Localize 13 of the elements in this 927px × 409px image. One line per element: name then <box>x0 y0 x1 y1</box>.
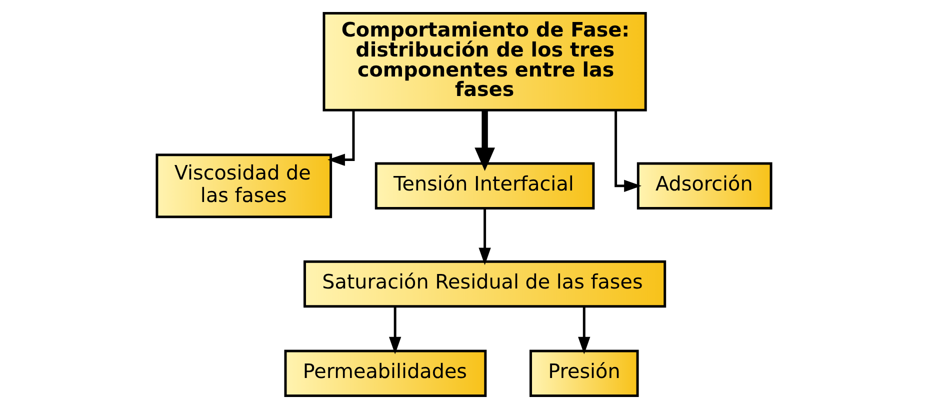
arrow <box>327 110 354 166</box>
node-box: Presión <box>529 350 638 397</box>
arrow <box>478 208 490 266</box>
node-box: Adsorción <box>636 162 772 210</box>
arrow <box>578 306 590 354</box>
arrow <box>474 110 494 171</box>
arrow <box>388 306 401 354</box>
arrow <box>614 110 641 192</box>
node-box: Permeabilidades <box>284 350 486 397</box>
node-box: Viscosidad de las fases <box>155 154 332 218</box>
node-box: Saturación Residual de las fases <box>303 260 666 308</box>
node-box: Tensión Interfacial <box>374 162 594 210</box>
node-box: Comportamiento de Fase: distribución de los tres componentes entre las fases <box>322 12 646 112</box>
